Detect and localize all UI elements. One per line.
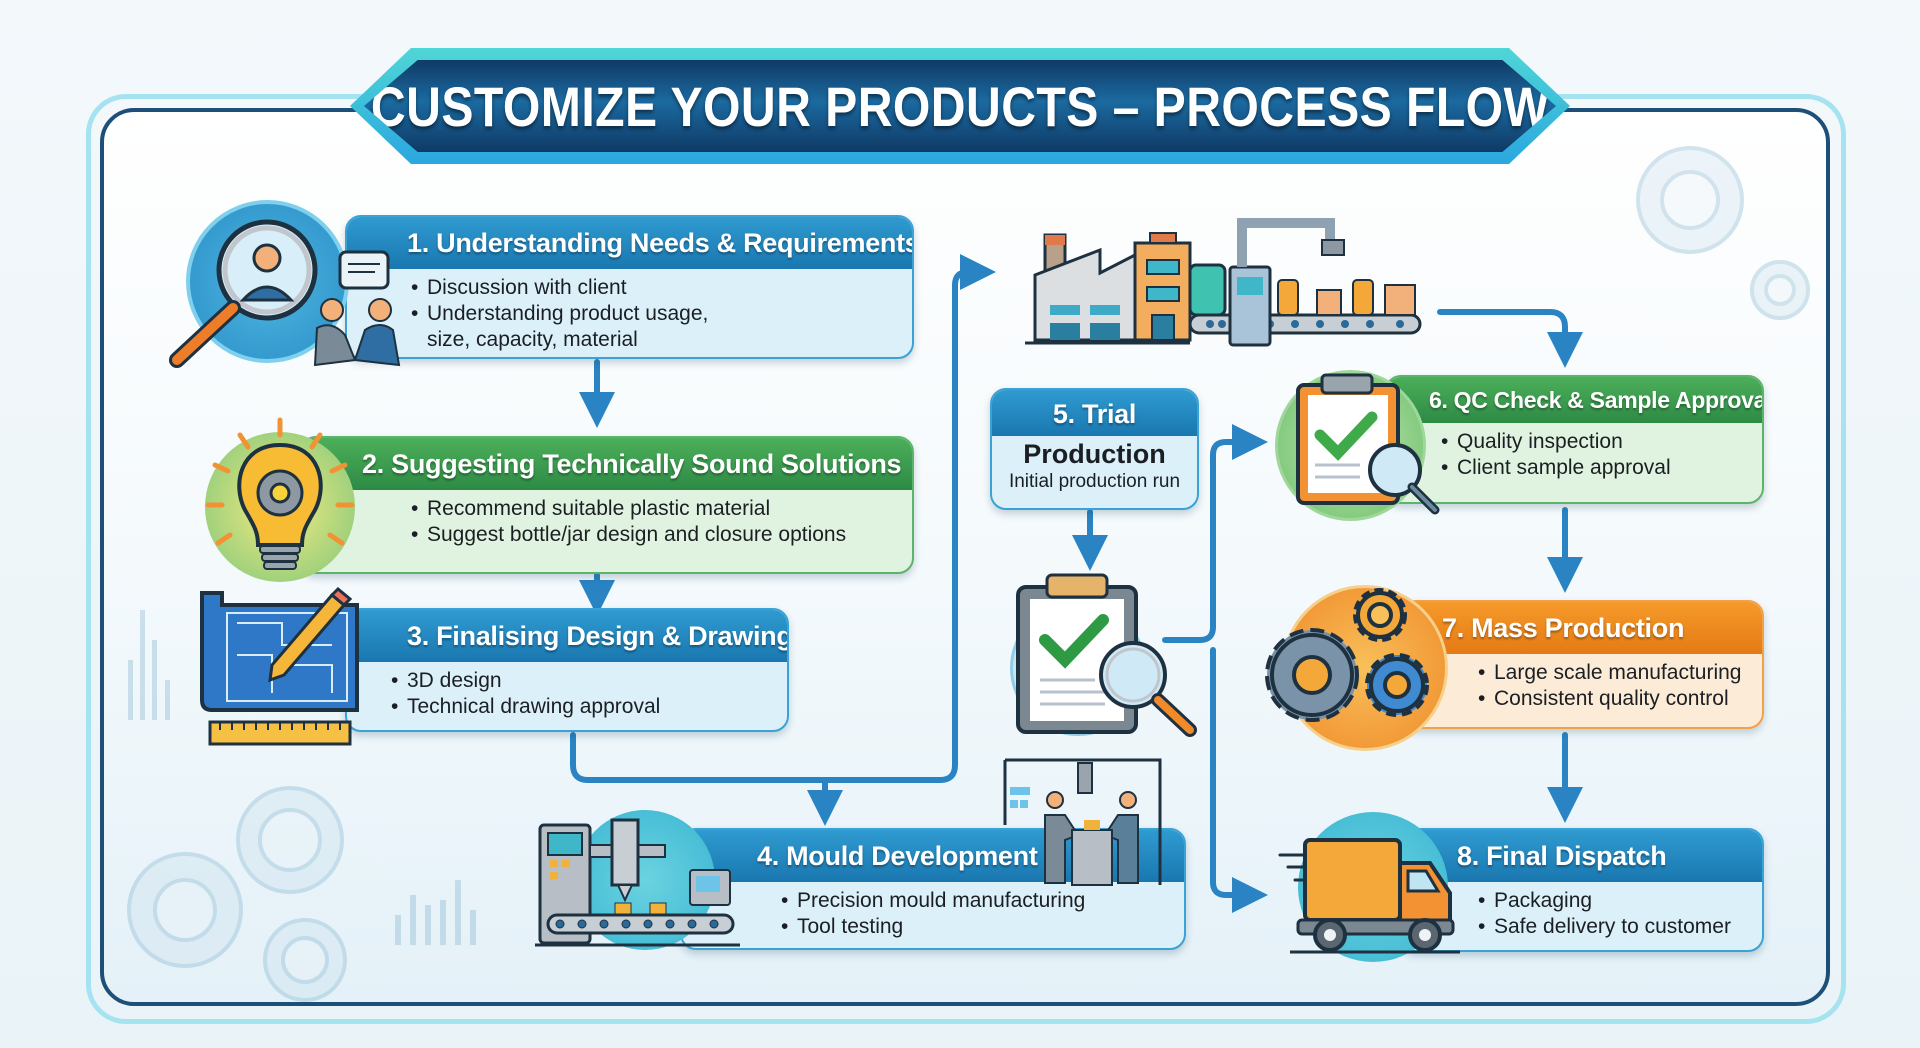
bg-gear-icon-1 — [1636, 146, 1744, 254]
bg-bar-chart-icon-left — [128, 610, 170, 720]
step-1-card: 1. Understanding Needs & Requirements Di… — [345, 215, 914, 359]
arrow-qc-to-step6 — [1162, 424, 1268, 643]
step-1-bullet-2: Understanding product usage, — [411, 301, 912, 327]
step-5-title: 5. Trial — [992, 390, 1197, 436]
step-7-bullet-1: Large scale manufacturing — [1478, 660, 1762, 686]
step-8-bullet-2: Safe delivery to customer — [1478, 914, 1762, 940]
step-1-bullet-2-cont: size, capacity, material — [427, 328, 638, 351]
background-gear-icons — [127, 146, 1810, 1002]
step-7-bullet-2: Consistent quality control — [1478, 686, 1762, 712]
step-2-bullet-2: Suggest bottle/jar design and closure op… — [411, 522, 912, 548]
clipboard-check-icon — [1296, 373, 1440, 515]
step-8-bullet-1: Packaging — [1478, 888, 1762, 914]
arrow-to-step6 — [1437, 309, 1583, 368]
bg-gear-icon-2 — [1750, 260, 1810, 320]
step-7-card: 7. Mass Production Large scale manufactu… — [1400, 600, 1764, 729]
step-3-bullet-1: 3D design — [391, 668, 787, 694]
step-2-card: 2. Suggesting Technically Sound Solution… — [300, 436, 914, 574]
title-banner: CUSTOMIZE YOUR PRODUCTS – PROCESS FLOW — [350, 48, 1570, 164]
step-8-card: 8. Final Dispatch Packaging Safe deliver… — [1400, 828, 1764, 952]
gears-icon — [1265, 588, 1429, 722]
step-3-title: 3. Finalising Design & Drawing — [347, 610, 787, 662]
step-1-title: 1. Understanding Needs & Requirements — [347, 217, 912, 269]
arrow-step3-to-step5 — [570, 254, 996, 783]
cnc-machine-icon — [535, 818, 740, 947]
step-7-title: 7. Mass Production — [1402, 602, 1762, 654]
step-8-title: 8. Final Dispatch — [1402, 830, 1762, 882]
bg-gear-icon-5 — [263, 918, 347, 1002]
delivery-truck-icon — [1278, 838, 1460, 954]
step-3-card: 3. Finalising Design & Drawing 3D design… — [345, 608, 789, 732]
step-6-title: 6. QC Check & Sample Approval — [1387, 377, 1762, 423]
bg-gear-icon-3 — [236, 786, 344, 894]
step-5-card: 5. Trial Production Initial production r… — [990, 388, 1199, 510]
step-4-bullet-2: Tool testing — [781, 914, 1184, 940]
clipboard-magnifier-icon — [1016, 573, 1197, 737]
arrow-qc-to-step8 — [1210, 647, 1268, 913]
step-2-bullet-1: Recommend suitable plastic material — [411, 496, 912, 522]
bg-gear-icon-4 — [127, 852, 243, 968]
magnifier-client-meeting-icon — [169, 219, 401, 368]
step-6-card: 6. QC Check & Sample Approval Quality in… — [1385, 375, 1764, 504]
step-6-bullet-1: Quality inspection — [1441, 429, 1762, 455]
blueprint-pencil-icon — [200, 586, 359, 746]
step-5-description: Initial production run — [1008, 471, 1181, 492]
step-1-bullet-1: Discussion with client — [411, 275, 912, 301]
step-2-title: 2. Suggesting Technically Sound Solution… — [302, 438, 912, 490]
factory-conveyor-icon — [1025, 218, 1422, 347]
step-6-bullet-2: Client sample approval — [1441, 455, 1762, 481]
workers-machine-icon — [1003, 758, 1162, 886]
page-title: CUSTOMIZE YOUR PRODUCTS – PROCESS FLOW — [370, 74, 1550, 138]
step-3-bullet-2: Technical drawing approval — [391, 694, 787, 720]
step-4-bullet-1: Precision mould manufacturing — [781, 888, 1184, 914]
lightbulb-gear-icon — [205, 417, 355, 570]
bg-bar-chart-icon — [395, 880, 476, 945]
step-5-subtitle: Production — [1023, 439, 1166, 469]
